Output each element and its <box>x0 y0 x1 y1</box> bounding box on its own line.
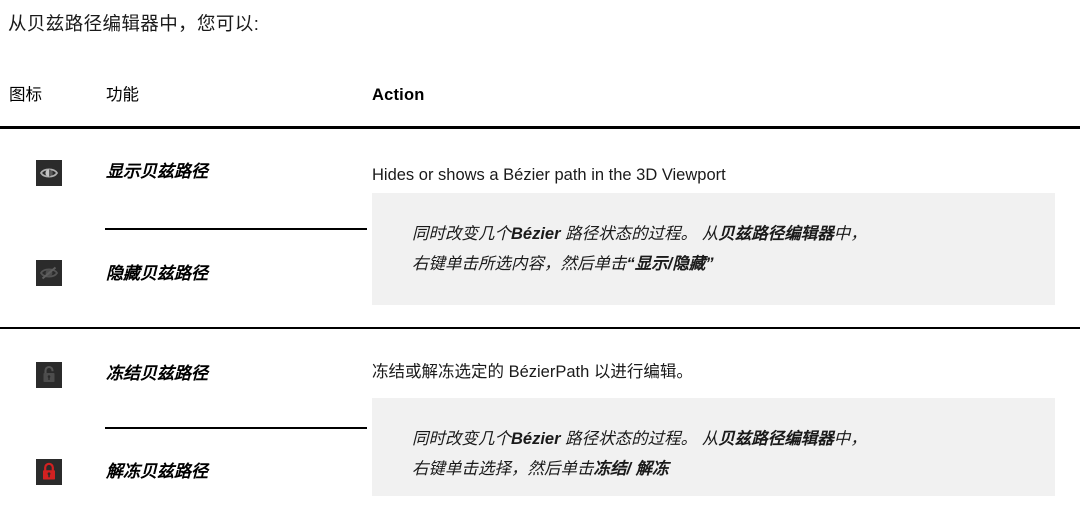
note-1-line1-b: Bézier <box>511 225 561 243</box>
note-box-show-hide: 同时改变几个Bézier 路径状态的过程。 从贝兹路径编辑器中， 右键单击所选内… <box>372 193 1055 305</box>
note-2-line2-a: 右键单击选择，然后单击 <box>412 460 594 478</box>
note-1-line1-a: 同时改变几个 <box>412 225 511 243</box>
section-2-inner-rule <box>105 427 367 429</box>
function-label-show-bezier: 显示贝兹路径 <box>106 162 208 181</box>
note-2-line1-d: 贝兹路径编辑器 <box>718 430 834 448</box>
note-1-line1-c: 路径状态的过程。 从 <box>560 225 719 243</box>
note-box-freeze-unfreeze: 同时改变几个Bézier 路径状态的过程。 从贝兹路径编辑器中， 右键单击选择，… <box>372 398 1055 496</box>
note-text-freeze-unfreeze: 同时改变几个Bézier 路径状态的过程。 从贝兹路径编辑器中， 右键单击选择，… <box>412 424 1040 484</box>
section-divider-rule <box>0 327 1080 329</box>
section-1-inner-rule <box>105 228 367 230</box>
note-1-line1-e: 中， <box>833 225 867 243</box>
column-header-function: 功能 <box>106 86 139 104</box>
function-label-hide-bezier: 隐藏贝兹路径 <box>106 264 208 283</box>
eye-visible-icon <box>36 160 62 186</box>
intro-text: 从贝兹路径编辑器中，您可以: <box>8 13 260 34</box>
note-2-line1-c: 路径状态的过程。 从 <box>560 430 719 448</box>
note-text-show-hide: 同时改变几个Bézier 路径状态的过程。 从贝兹路径编辑器中， 右键单击所选内… <box>412 219 1040 279</box>
lock-open-icon <box>36 362 62 388</box>
column-header-action: Action <box>372 86 425 104</box>
eye-hidden-icon <box>36 260 62 286</box>
note-2-line1-e: 中， <box>833 430 867 448</box>
table-header-rule <box>0 126 1080 129</box>
note-1-line2-a: 右键单击所选内容，然后单击 <box>412 255 627 273</box>
note-1-line1-d: 贝兹路径编辑器 <box>718 225 834 243</box>
lock-closed-icon <box>36 459 62 485</box>
note-2-line1-a: 同时改变几个 <box>412 430 511 448</box>
note-2-line2-b: 冻结/ 解冻 <box>593 460 669 478</box>
note-2-line1-b: Bézier <box>511 430 561 448</box>
column-header-icon: 图标 <box>9 86 42 104</box>
function-label-unfreeze-bezier: 解冻贝兹路径 <box>106 462 208 481</box>
note-1-line2-b: “显示/隐藏” <box>626 255 714 273</box>
action-text-freeze-unfreeze: 冻结或解冻选定的 BézierPath 以进行编辑。 <box>372 363 693 381</box>
action-text-show-hide: Hides or shows a Bézier path in the 3D V… <box>372 166 726 184</box>
function-label-freeze-bezier: 冻结贝兹路径 <box>106 364 208 383</box>
